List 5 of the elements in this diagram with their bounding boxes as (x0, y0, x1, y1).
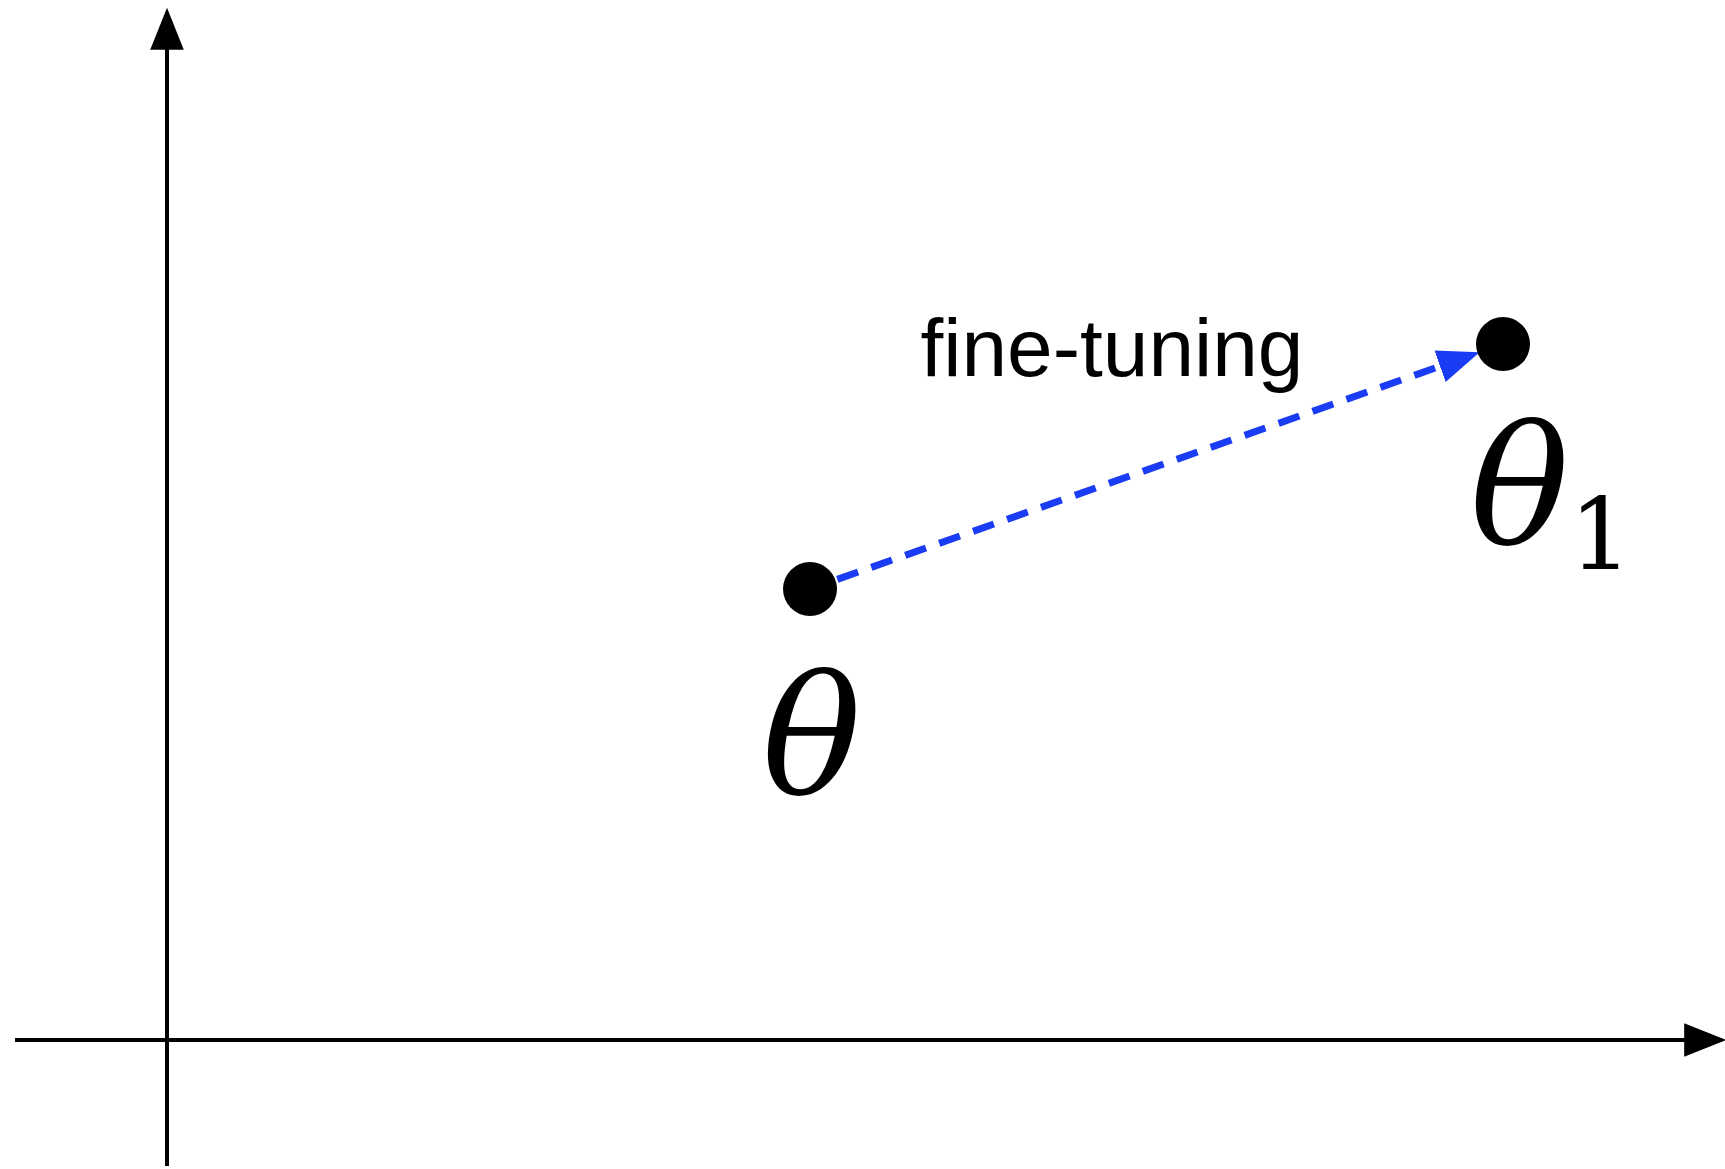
point-dot (1476, 317, 1530, 371)
arrow (836, 350, 1480, 583)
point-dot (783, 562, 837, 616)
point-label: θ$_{1}$ (1470, 405, 1633, 584)
point-label: θ (762, 655, 862, 820)
